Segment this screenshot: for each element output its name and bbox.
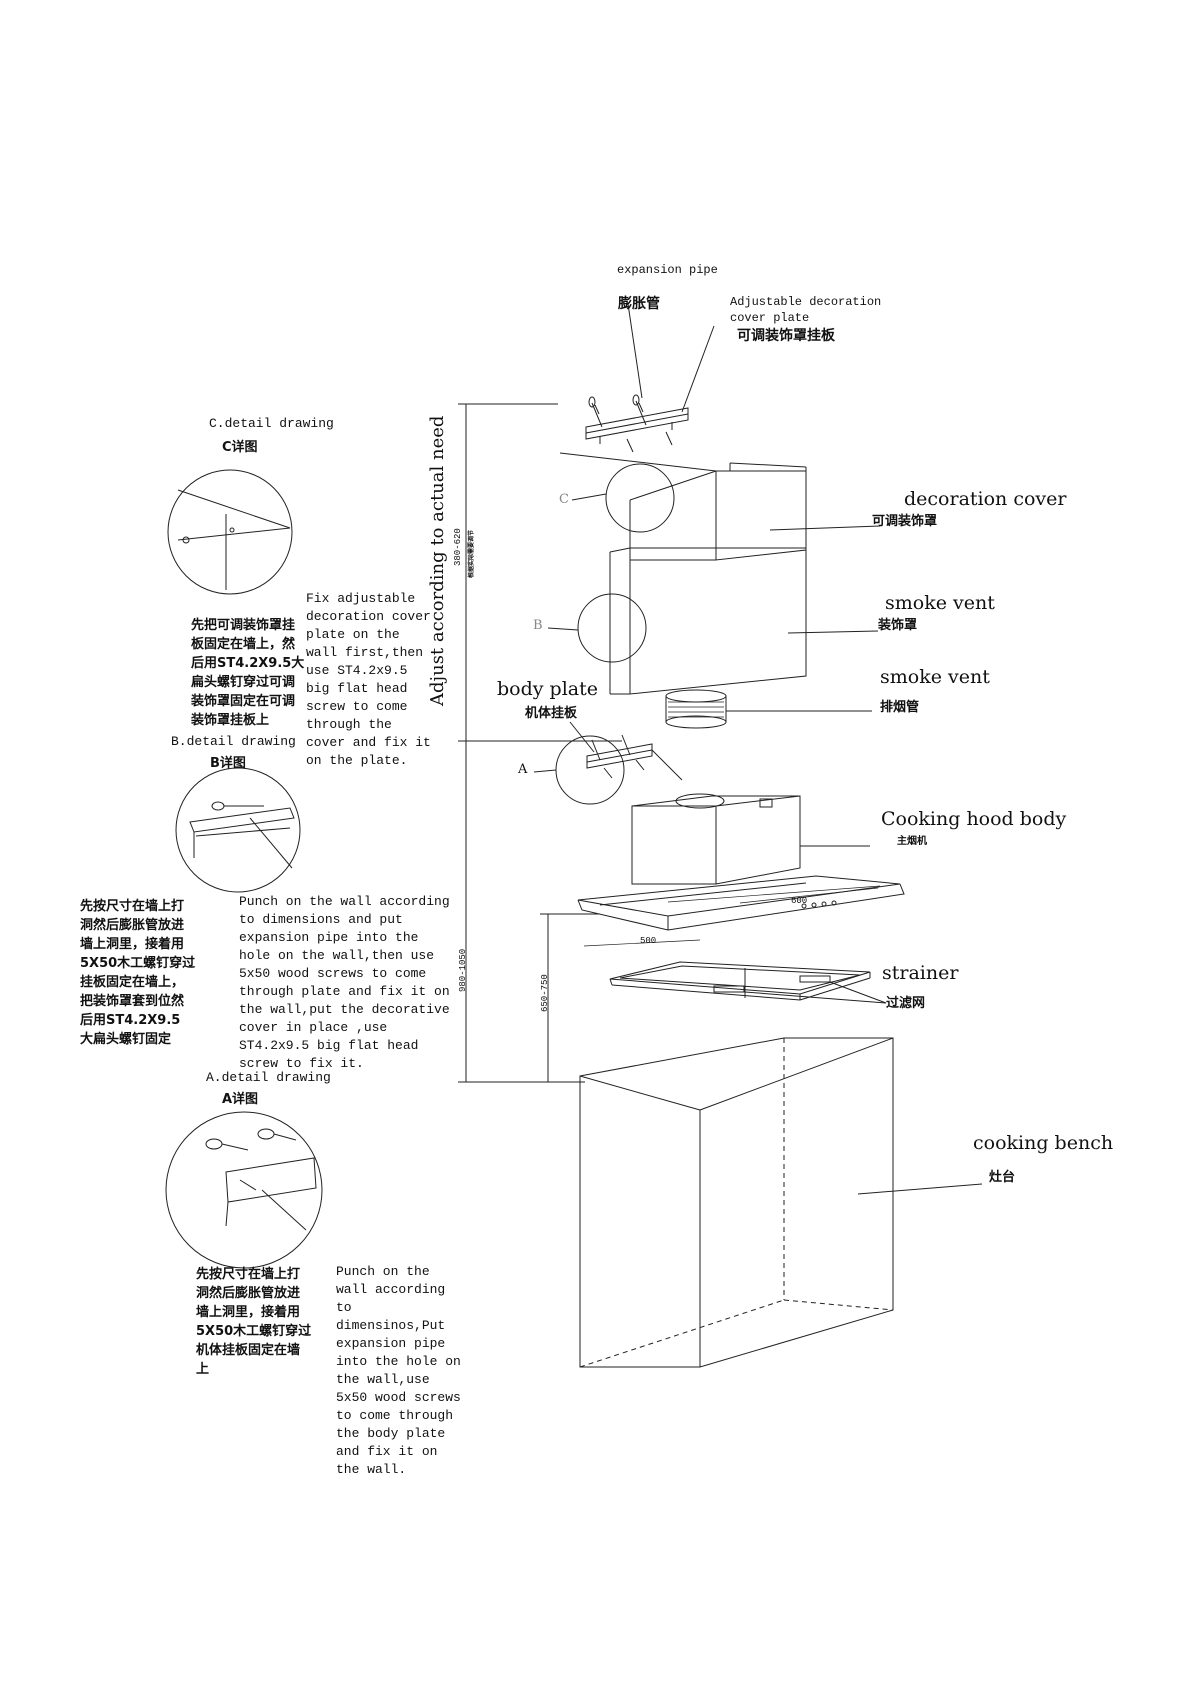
dim-600: 600 — [791, 896, 808, 906]
dim-380-620-cn: 根据实际需要调节 — [468, 529, 475, 578]
decoration-cover-label: decoration cover — [904, 488, 1067, 510]
callout-circles — [533, 463, 675, 805]
a-detail-title: A.detail drawing — [206, 1070, 331, 1085]
hood-body-drawing — [577, 793, 905, 947]
dim-380-620: 380-620 — [453, 528, 463, 566]
adjustable-plate-drawing — [585, 303, 715, 453]
cooking-bench-cn-label: 灶台 — [989, 1170, 1016, 1185]
cooking-bench-label: cooking bench — [973, 1132, 1114, 1154]
adjustable-plate-label: Adjustable decoration cover plate — [730, 295, 882, 325]
hood-body-cn-label: 主烟机 — [897, 836, 927, 847]
c-detail-circle — [167, 469, 293, 595]
dim-650-750: 650-750 — [540, 974, 550, 1012]
expansion-pipe-left — [588, 396, 603, 428]
decoration-cover-drawing — [559, 452, 807, 561]
smoke-vent-drawing — [609, 547, 807, 695]
strainer-label: strainer — [882, 962, 959, 984]
adjustable-plate-cn-label: 可调装饰罩挂板 — [737, 328, 835, 344]
body-note-en: Punch on the wall according to dimensino… — [336, 1264, 461, 1477]
cooking-bench-drawing — [579, 1037, 983, 1368]
b-detail-title-cn: B详图 — [210, 756, 246, 771]
smoke-vent-cn-label-1: 装饰罩 — [878, 618, 918, 633]
callout-letter-b: B — [533, 618, 543, 633]
smoke-vent-label-1: smoke vent — [885, 592, 995, 614]
expansion-pipe-cn-label: 膨胀管 — [618, 296, 660, 312]
b-detail-circle — [175, 767, 301, 893]
body-plate-label: body plate — [497, 678, 598, 700]
body-note-cn: 先按尺寸在墙上打 洞然后膨胀管放进 墙上洞里，接着用 5X50木工螺钉穿过 机体… — [196, 1267, 312, 1377]
dim-980-1050: 980-1050 — [458, 948, 468, 992]
c-detail-title: C.detail drawing — [209, 416, 334, 431]
a-detail-title-cn: A详图 — [222, 1092, 259, 1107]
expansion-pipe-right — [632, 394, 647, 426]
smoke-vent-pipe-drawing — [665, 689, 872, 729]
b-detail-title: B.detail drawing — [171, 734, 296, 749]
expansion-pipe-label: expansion pipe — [617, 263, 718, 277]
smoke-vent-label-2: smoke vent — [880, 666, 990, 688]
plate-note-cn: 先按尺寸在墙上打 洞然后膨胀管放进 墙上洞里，接着用 5X50木工螺钉穿过 挂板… — [80, 899, 196, 1047]
strainer-drawing — [609, 961, 887, 1004]
callout-letter-a: A — [518, 762, 528, 777]
strainer-cn-label: 过滤网 — [886, 996, 926, 1011]
plate-note-en: Punch on the wall according to dimension… — [239, 894, 450, 1071]
leader-lines — [769, 525, 881, 634]
smoke-vent-cn-label-2: 排烟管 — [880, 700, 920, 715]
c-detail-title-cn: C详图 — [222, 440, 258, 455]
vertical-dimension-lines — [458, 403, 622, 1083]
hood-body-label: Cooking hood body — [881, 808, 1067, 830]
body-plate-drawing — [569, 721, 683, 781]
cover-note-cn: 先把可调装饰罩挂 板固定在墙上，然 后用ST4.2X9.5大 扁头螺钉穿过可调 … — [191, 618, 305, 728]
body-plate-cn-label: 机体挂板 — [525, 706, 578, 721]
a-detail-circle — [165, 1111, 323, 1269]
decoration-cover-cn-label: 可调装饰罩 — [872, 514, 938, 529]
callout-letter-c: C — [559, 492, 569, 507]
dim-500: 500 — [640, 936, 657, 946]
cover-note-en: Fix adjustable decoration cover plate on… — [306, 591, 431, 768]
